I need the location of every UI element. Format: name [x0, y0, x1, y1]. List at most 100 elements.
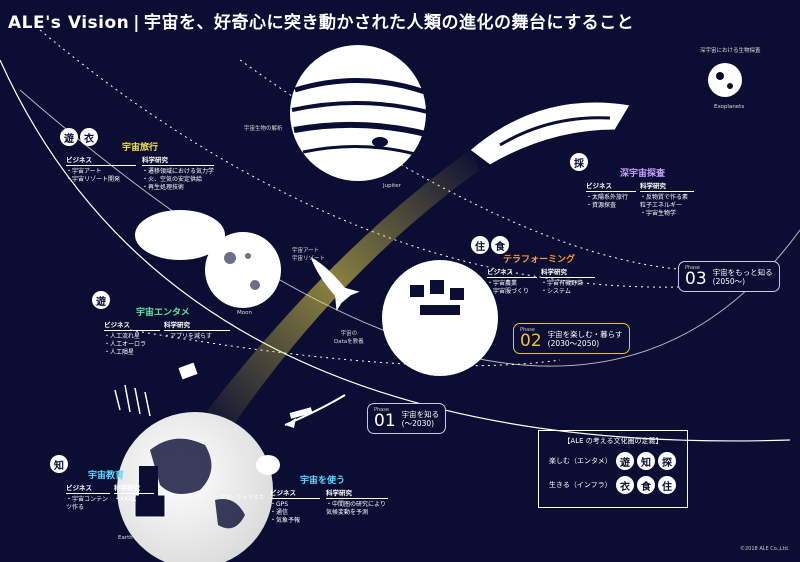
- section-title: 宇宙エンタメ: [136, 308, 190, 318]
- stamp-clothing: 衣: [80, 128, 98, 146]
- business-item: 資源探査: [586, 202, 636, 210]
- stamp-food: 食: [491, 236, 509, 254]
- orbit-outer-line: [19, 89, 800, 367]
- business-item: 宇宙農業: [487, 280, 537, 288]
- phase-01: Phase 01 宇宙を知る (〜2030): [367, 403, 447, 434]
- phase-label: Phase: [685, 265, 700, 271]
- satellite-2: [289, 407, 313, 419]
- business-item: 宇宙コンテンツ作る: [66, 496, 110, 512]
- science-item: XXXX: [114, 496, 154, 504]
- moon-planet: [205, 232, 281, 308]
- science-item: 再生処理技術: [142, 184, 214, 192]
- section-space-travel: 宇宙旅行 ビジネス 宇宙アート 宇宙リゾート開発 科学研究 遷移領域における気力…: [66, 140, 216, 208]
- page-title: ALE's Vision|宇宙を、好奇心に突き動かされた人類の進化の舞台にするこ…: [8, 8, 634, 33]
- legend-stamp: 遊: [616, 452, 634, 470]
- legend-stamp: 住: [658, 476, 676, 494]
- section-deep-space: 深宇宙探査 ビジネス 太陽系外旅行 資源探査 科学研究 反物質で作る素粒子エネル…: [586, 166, 696, 228]
- stamp-knowledge: 知: [50, 455, 68, 473]
- business-item: 人工流れ星: [104, 333, 160, 341]
- exoplanet: [708, 63, 742, 97]
- science-item: システム: [541, 288, 595, 296]
- phase-label: Phase: [520, 327, 535, 333]
- caption-mars: Mars: [430, 372, 444, 378]
- legend-stamp: 食: [637, 476, 655, 494]
- business-label: ビジネス: [66, 482, 110, 494]
- rocket: [310, 257, 360, 312]
- culture-legend: 【ALE の考える文化圏の定義】 楽しむ（エンタメ） 遊 知 探 生きる（インフ…: [538, 430, 688, 508]
- earth-planet: [117, 412, 273, 562]
- business-label: ビジネス: [270, 487, 320, 499]
- business-item: 太陽系外旅行: [586, 194, 636, 202]
- phase-period: (2050〜): [712, 276, 746, 286]
- legend-stamp: 探: [658, 452, 676, 470]
- copyright-text: ©2018 ALE Co.,Ltd.: [740, 546, 790, 552]
- section-title: 宇宙旅行: [122, 143, 159, 153]
- phase-03: Phase 03 宇宙をもっと知る (2050〜): [678, 261, 780, 292]
- science-item: アプリを減らす: [164, 333, 230, 341]
- caption-space-resort: 宇宙アート 宇宙リゾート: [292, 248, 326, 262]
- business-item: GPS: [270, 501, 320, 509]
- stamp-explore: 採: [570, 153, 588, 171]
- section-space-entertainment: 宇宙エンタメ ビジネス 人工流れ星 人工オーロラ 人工隕星 科学研究 アプリを減…: [104, 305, 234, 365]
- section-title: 宇宙教育: [88, 471, 125, 481]
- science-item: 宇宙生物学: [640, 210, 694, 218]
- business-item: 宇宙アート: [66, 168, 136, 176]
- phase-number: 02: [520, 331, 542, 351]
- orbit-inner-line: [0, 59, 791, 442]
- phase-text: 宇宙を楽しむ・暮らす: [547, 329, 623, 339]
- science-item: 宇宙有機野菜: [541, 280, 595, 288]
- science-label: 科学研究: [640, 180, 694, 192]
- astronaut-bubble: [135, 210, 225, 260]
- legend-row-enjoy: 楽しむ（エンタメ） 遊 知 探: [539, 452, 687, 470]
- business-item: 人工オーロラ: [104, 341, 160, 349]
- spaceship: [469, 101, 631, 166]
- phase-label: Phase: [374, 407, 389, 413]
- satellite-1: [178, 362, 198, 380]
- title-separator: |: [133, 13, 140, 33]
- section-title: 深宇宙探査: [620, 169, 666, 179]
- section-title: 宇宙を使う: [300, 476, 346, 486]
- caption-exoplanets: Exoplanets: [714, 104, 745, 110]
- caption-moon: Moon: [237, 310, 252, 316]
- mars-planet: [382, 260, 498, 376]
- phase-text: 宇宙を知る: [401, 409, 440, 419]
- caption-jupiter: Jupiter: [383, 183, 401, 189]
- science-label: 科学研究: [541, 266, 595, 278]
- business-item: 気象予報: [270, 517, 320, 525]
- phase-period: (2030〜2050): [547, 338, 600, 348]
- science-item: 中間圏の研究により気候変動を予測: [326, 501, 386, 517]
- jupiter-planet: [290, 45, 429, 181]
- business-item: 人工隕星: [104, 349, 160, 357]
- phase-period: (〜2030): [401, 418, 435, 428]
- business-label: ビジネス: [487, 266, 537, 278]
- science-label: 科学研究: [114, 482, 154, 494]
- section-terraforming: テラフォーミング ビジネス 宇宙農業 宇宙服づくり 科学研究 宇宙有機野菜 シス…: [487, 252, 597, 306]
- legend-stamp: 衣: [616, 476, 634, 494]
- business-item: 宇宙服づくり: [487, 288, 537, 296]
- phase-02: Phase 02 宇宙を楽しむ・暮らす (2030〜2050): [513, 323, 630, 354]
- science-label: 科学研究: [164, 319, 230, 331]
- science-label: 科学研究: [326, 487, 388, 499]
- science-item: 反物質で作る素粒子エネルギー: [640, 194, 694, 210]
- aurora: [114, 384, 151, 417]
- business-label: ビジネス: [104, 319, 160, 331]
- section-space-use: 宇宙を使う ビジネス GPS 通信 気象予報 科学研究 中間圏の研究により気候変…: [270, 473, 390, 533]
- phase-number: 03: [685, 269, 707, 289]
- legend-row-label: 楽しむ（エンタメ）: [549, 457, 612, 465]
- business-item: 宇宙リゾート開発: [66, 176, 136, 184]
- caption-homo-curious: ホモ・キュリオス: [220, 495, 265, 501]
- phase-number: 01: [374, 411, 396, 431]
- stamp-play: 遊: [92, 291, 110, 309]
- title-sub: 宇宙を、好奇心に突き動かされた人類の進化の舞台にすること: [143, 13, 635, 33]
- business-label: ビジネス: [586, 180, 636, 192]
- legend-row-label: 生きる（インフラ）: [549, 481, 612, 489]
- legend-stamp: 知: [637, 452, 655, 470]
- caption-deep-bio: 深宇宙における生物探査: [700, 48, 761, 54]
- satellite-dish: [256, 455, 280, 475]
- caption-space-bio: 宇宙生物の解析: [244, 126, 283, 132]
- caption-earth: Earth: [118, 535, 133, 541]
- section-title: テラフォーミング: [503, 255, 576, 265]
- legend-title: 【ALE の考える文化圏の定義】: [563, 437, 663, 445]
